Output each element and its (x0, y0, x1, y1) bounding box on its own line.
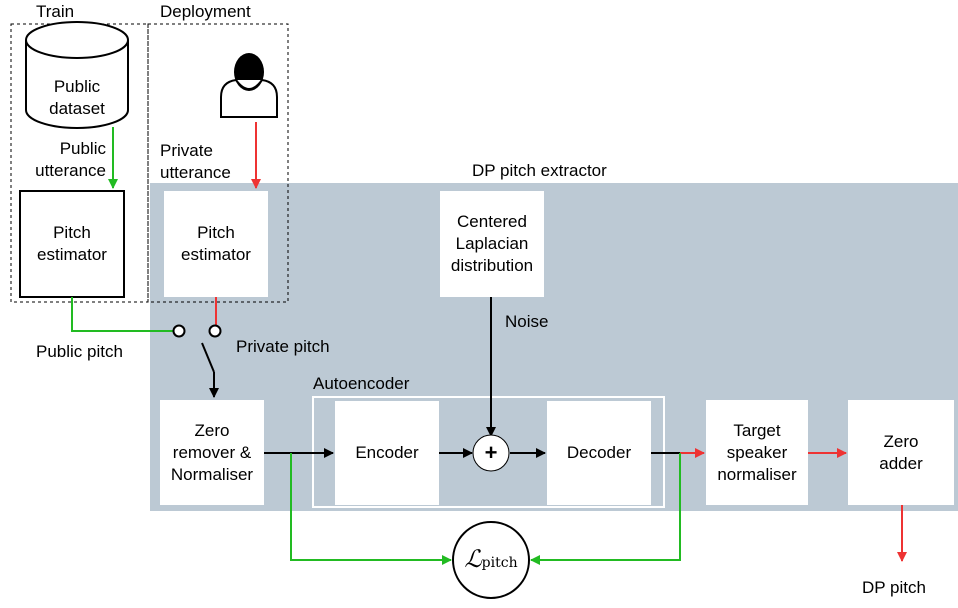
autoencoder-label: Autoencoder (313, 374, 410, 393)
encoder-box: Encoder (335, 401, 439, 505)
plus-circle (472, 434, 510, 472)
decoder-box: Decoder (547, 401, 651, 505)
train-label: Train (36, 2, 75, 21)
loss-symbol: ℒpitch (455, 546, 527, 576)
laplacian-distribution: Centered Laplacian distribution (440, 191, 544, 297)
deployment-region (147, 23, 289, 303)
public-utterance-label: Public utterance (35, 139, 106, 180)
loss-line-right (530, 453, 681, 565)
loss-main: ℒ (464, 545, 482, 573)
target-speaker-normaliser: Target speaker normaliser (706, 400, 808, 505)
switch-terminal-private (208, 324, 222, 338)
pitch-estimator-deploy: Pitch estimator (164, 191, 268, 297)
loss-subscript: pitch (481, 555, 518, 571)
dp-pitch-output-label: DP pitch (862, 578, 926, 597)
person-icon (220, 53, 278, 118)
public-pitch-line (71, 297, 174, 332)
loss-line-left (290, 453, 452, 565)
zero-adder-box: Zero adder (848, 400, 954, 505)
private-utterance-label: Private utterance (160, 141, 231, 182)
dp-pitch-extractor-label: DP pitch extractor (472, 161, 607, 180)
public-pitch-label: Public pitch (36, 342, 123, 361)
private-pitch-label: Private pitch (236, 337, 330, 356)
loss-circle (452, 521, 530, 599)
switch-lever (201, 342, 215, 373)
switch-terminal-public (172, 324, 186, 338)
pitch-estimator-train: Pitch estimator (37, 223, 107, 264)
deployment-label: Deployment (160, 2, 251, 21)
noise-label: Noise (505, 312, 549, 331)
database-icon (25, 21, 129, 129)
public-dataset-label: Public dataset (49, 77, 105, 118)
zero-remover-normaliser: Zero remover & Normaliser (160, 400, 264, 505)
plus-sign: + (484, 440, 498, 465)
